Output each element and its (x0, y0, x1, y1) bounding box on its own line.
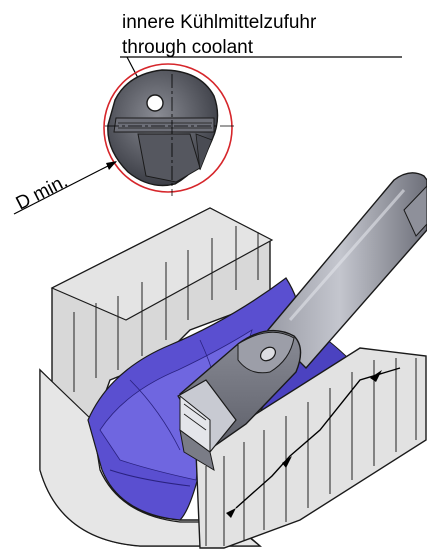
coolant-flow-path (235, 367, 401, 509)
drill-head (177, 329, 302, 472)
drill-head-detail (103, 63, 236, 196)
drill-shaft (267, 172, 427, 370)
label-coolant-en: through coolant (122, 37, 254, 58)
coolant-hole (146, 94, 164, 112)
insert-cutting-band (113, 117, 215, 133)
d-min-circle (103, 63, 233, 193)
shaft-coolant-hole (259, 346, 277, 362)
d-min-annotation: D min. (13, 161, 117, 215)
label-d-min: D min. (13, 171, 71, 215)
label-coolant-de: innere Kühlmittelzufuhr (122, 12, 317, 33)
workpiece-section-right (195, 347, 427, 549)
